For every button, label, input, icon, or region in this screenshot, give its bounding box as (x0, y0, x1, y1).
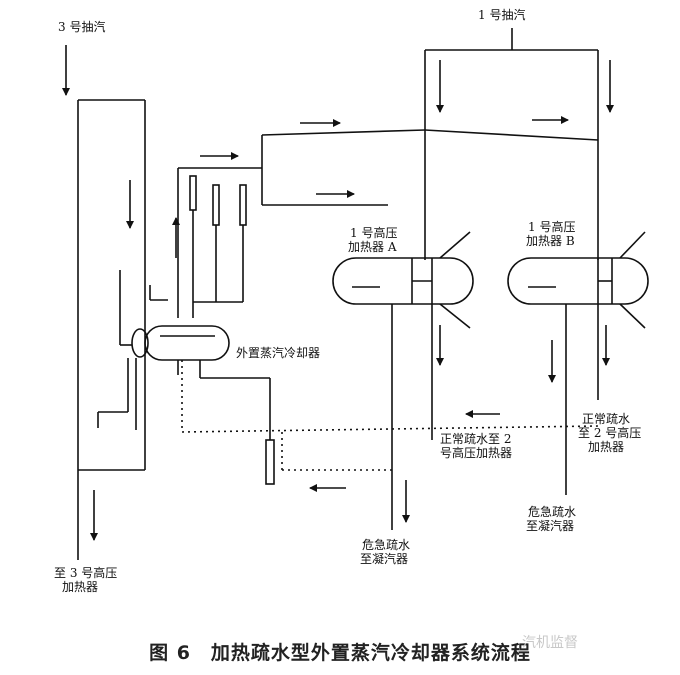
extraction-1-cross (424, 129, 599, 141)
label-heater-b-line1: 1 号高压 (528, 220, 576, 234)
label-normal-drain-b-line3: 加热器 (588, 440, 625, 454)
label-heater-a-line2: 加热器 A (348, 240, 397, 254)
cooler-steam-top (261, 129, 426, 136)
label-emergency-drain-a-line2: 至凝汽器 (360, 552, 409, 566)
instrument-tube-1 (189, 175, 197, 211)
label-normal-drain-b-line1: 正常疏水 (582, 412, 631, 426)
label-normal-drain-a-line2: 号高压加热器 (440, 446, 513, 460)
figure-caption: 图 6 加热疏水型外置蒸汽冷却器系统流程 (149, 642, 531, 664)
label-heater-b-line2: 加热器 B (526, 234, 575, 248)
label-normal-drain-a-line1: 正常疏水至 2 (440, 432, 512, 446)
watermark: 汽机监督 (522, 635, 578, 651)
label-heater-a-line1: 1 号高压 (350, 226, 398, 240)
label-emergency-drain-b-line1: 危急疏水 (528, 505, 577, 519)
drain-valve-element (265, 439, 275, 485)
label-emergency-drain-a-line1: 危急疏水 (362, 538, 411, 552)
label-to-heater-3-line1: 至 3 号高压 (54, 566, 118, 580)
heater-b-shell (507, 257, 649, 305)
label-emergency-drain-b-line2: 至凝汽器 (526, 519, 575, 533)
dotted-drain-main (181, 425, 599, 433)
label-external-cooler: 外置蒸汽冷却器 (236, 346, 321, 360)
external-steam-cooler-shell (144, 325, 230, 361)
heater-a-shell (332, 257, 474, 305)
instrument-tube-3 (239, 184, 247, 226)
label-to-heater-3-line2: 加热器 (62, 580, 99, 594)
label-normal-drain-b-line2: 至 2 号高压 (578, 426, 642, 440)
label-extraction-1: 1 号抽汽 (478, 8, 526, 22)
instrument-tube-2 (212, 184, 220, 226)
cooler-end-cap (131, 328, 149, 358)
label-extraction-3: 3 号抽汽 (58, 20, 106, 34)
